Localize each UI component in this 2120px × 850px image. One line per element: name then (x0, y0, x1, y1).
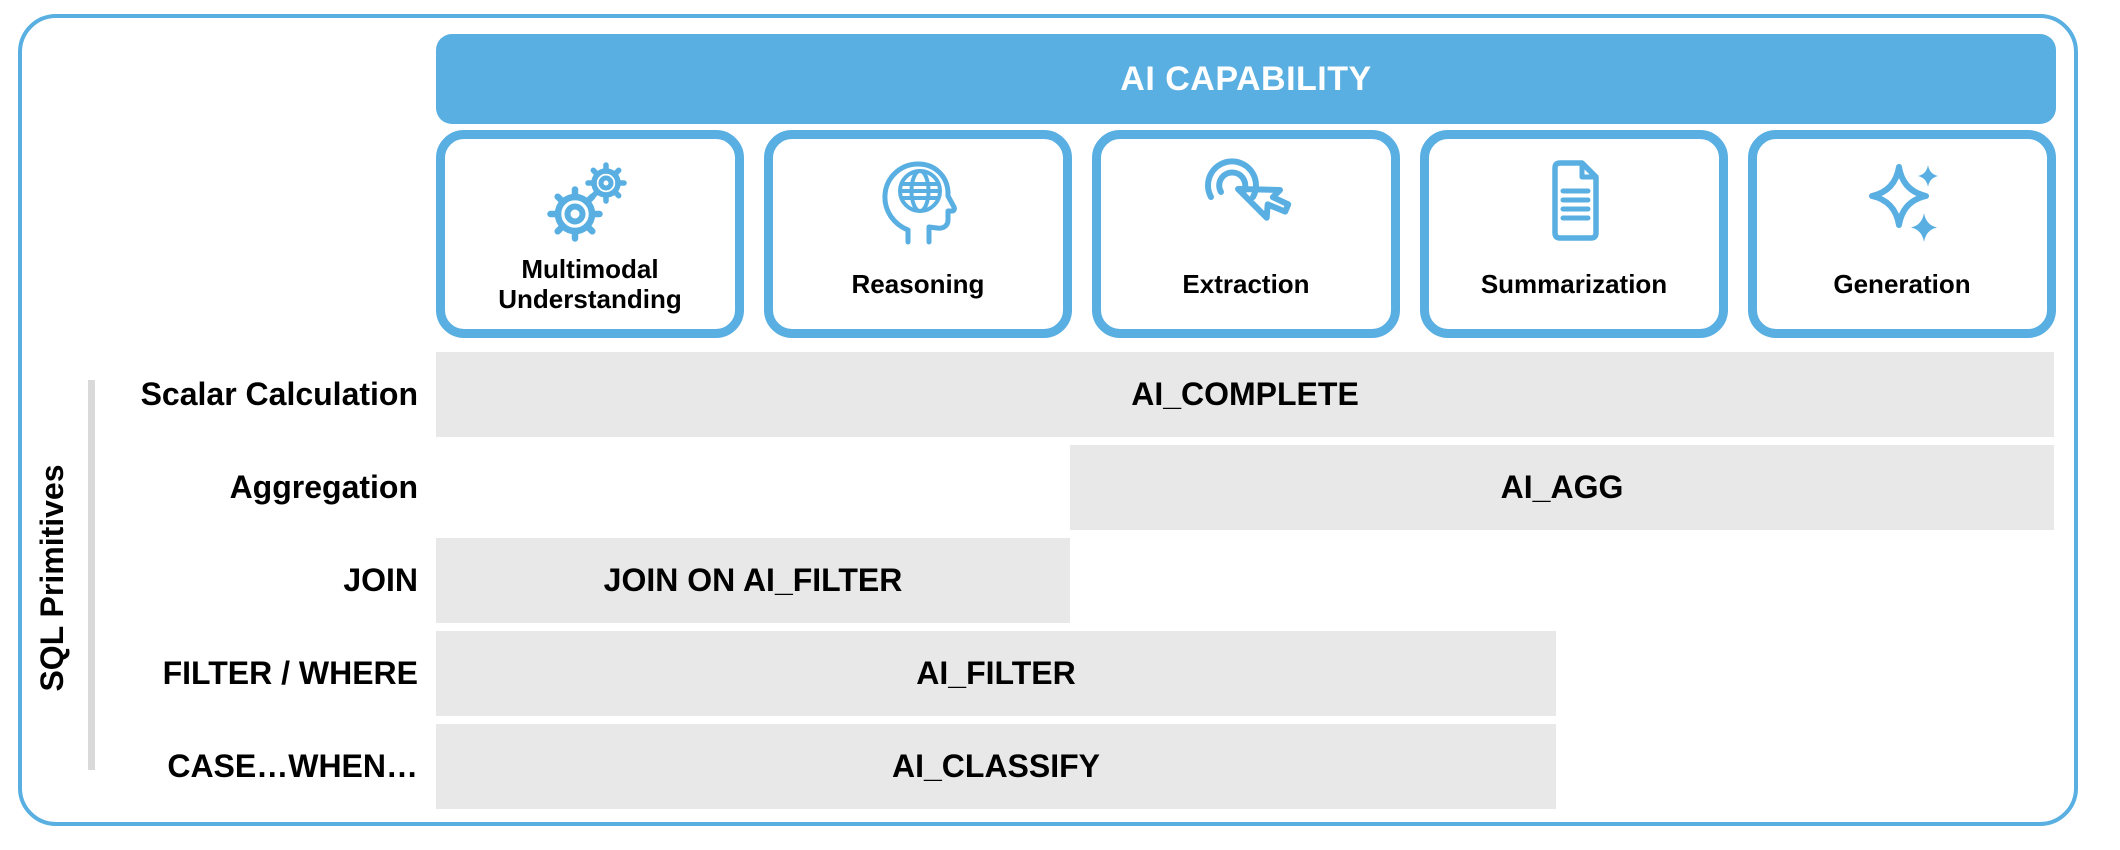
row-label-case-when: CASE…WHEN… (167, 748, 418, 784)
capability-card-generation: Generation (1748, 130, 2056, 338)
capability-label: Multimodal Understanding (498, 254, 682, 314)
axis-divider-line (88, 380, 95, 770)
capability-label: Extraction (1182, 269, 1310, 300)
capability-card-multimodal-understanding: Multimodal Understanding (436, 130, 744, 338)
document-icon (1524, 147, 1624, 255)
function-bar-join-on-ai-filter: JOIN ON AI_FILTER (436, 538, 1070, 623)
capability-card-reasoning: Reasoning (764, 130, 1072, 338)
row-label-join: JOIN (343, 562, 418, 598)
ai-capability-banner: AI CAPABILITY (436, 34, 2056, 124)
sparkles-icon (1852, 147, 1952, 255)
function-bar-ai-classify: AI_CLASSIFY (436, 724, 1556, 809)
banner-title: AI CAPABILITY (1120, 59, 1372, 98)
row-label-scalar-calculation: Scalar Calculation (140, 376, 418, 412)
capability-label: Generation (1833, 269, 1971, 300)
row-label-aggregation: Aggregation (229, 469, 418, 505)
function-bar-ai-complete: AI_COMPLETE (436, 352, 2054, 437)
function-bar-ai-agg: AI_AGG (1070, 445, 2054, 530)
head-globe-icon (868, 147, 968, 255)
capability-card-extraction: Extraction (1092, 130, 1400, 338)
gears-icon (540, 147, 640, 255)
function-bar-ai-filter: AI_FILTER (436, 631, 1556, 716)
row-label-filter-where: FILTER / WHERE (162, 655, 418, 691)
cursor-click-icon (1196, 147, 1296, 255)
capability-label: Reasoning (851, 269, 985, 300)
capability-card-summarization: Summarization (1420, 130, 1728, 338)
capability-label: Summarization (1480, 269, 1668, 300)
